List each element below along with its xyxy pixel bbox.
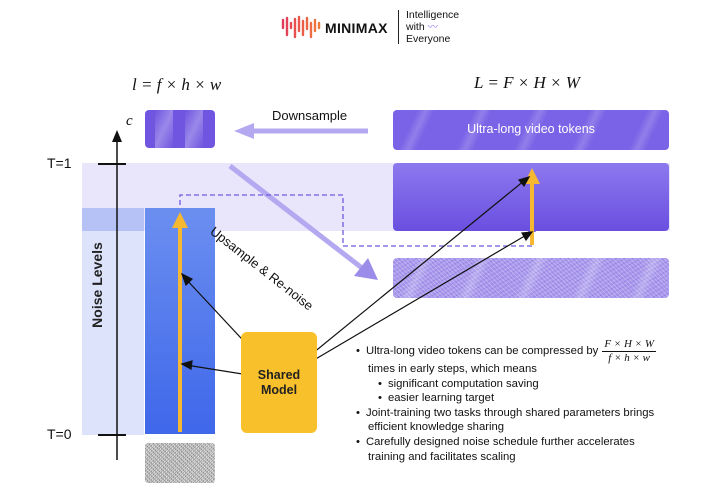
- shared-model-box: Shared Model: [241, 332, 317, 433]
- axis-arrow-icon: [112, 130, 122, 142]
- brand-name: MINIMAX: [325, 20, 388, 36]
- waveform-logo-icon: [281, 15, 321, 39]
- tick-t1: [98, 163, 126, 165]
- bullet-1: • Ultra-long video tokens can be compres…: [356, 338, 656, 364]
- compression-ratio: F × H × W f × h × w: [602, 338, 656, 364]
- noise-levels-column: [82, 231, 144, 435]
- tagline-line-1: Intelligence: [406, 9, 460, 21]
- t1-label: T=1: [47, 155, 72, 171]
- upsample-arrow-icon: [228, 164, 378, 280]
- small-token-formula: l = f × h × w: [132, 75, 222, 94]
- noisy-token-block: [393, 258, 669, 298]
- bullet-3-cont: training and facilitates scaling: [368, 450, 516, 463]
- ultra-long-token-label: Ultra-long video tokens: [467, 122, 595, 136]
- sub-bullet-2: •easier learning target: [378, 392, 495, 405]
- bullet-list: • Ultra-long video tokens can be compres…: [356, 338, 718, 464]
- brand-tagline: Intelligence with 〰 Everyone: [406, 9, 459, 45]
- bullet-2: •Joint-training two tasks through shared…: [356, 406, 655, 419]
- ultra-long-token-block: Ultra-long video tokens: [393, 110, 669, 150]
- bullet-2-cont: efficient knowledge sharing: [368, 421, 505, 434]
- tagline-line-3: Everyone: [406, 33, 451, 45]
- tagline-line-2: with 〰: [406, 21, 439, 33]
- logo-divider: [398, 10, 399, 44]
- tick-t0: [98, 434, 126, 436]
- brand-logo: MINIMAX: [281, 12, 481, 46]
- downsample-arrow-icon: [234, 123, 368, 139]
- noise-band-left-block: [82, 208, 144, 231]
- small-noise-block: [145, 443, 215, 483]
- channel-label: c: [126, 113, 133, 129]
- bullet-1-cont: times in early steps, which means: [368, 363, 537, 375]
- large-token-formula: L = F × H × W: [474, 73, 580, 92]
- noise-axis: [112, 130, 122, 460]
- small-token-block: [145, 110, 215, 148]
- shared-model-line-2: Model: [260, 382, 298, 397]
- downsample-label: Downsample: [272, 108, 348, 123]
- bullet-3: •Carefully designed noise schedule furth…: [356, 435, 635, 448]
- sub-bullet-1: •significant computation saving: [378, 377, 539, 390]
- shared-model-line-1: Shared: [257, 367, 301, 382]
- t0-label: T=0: [47, 426, 72, 442]
